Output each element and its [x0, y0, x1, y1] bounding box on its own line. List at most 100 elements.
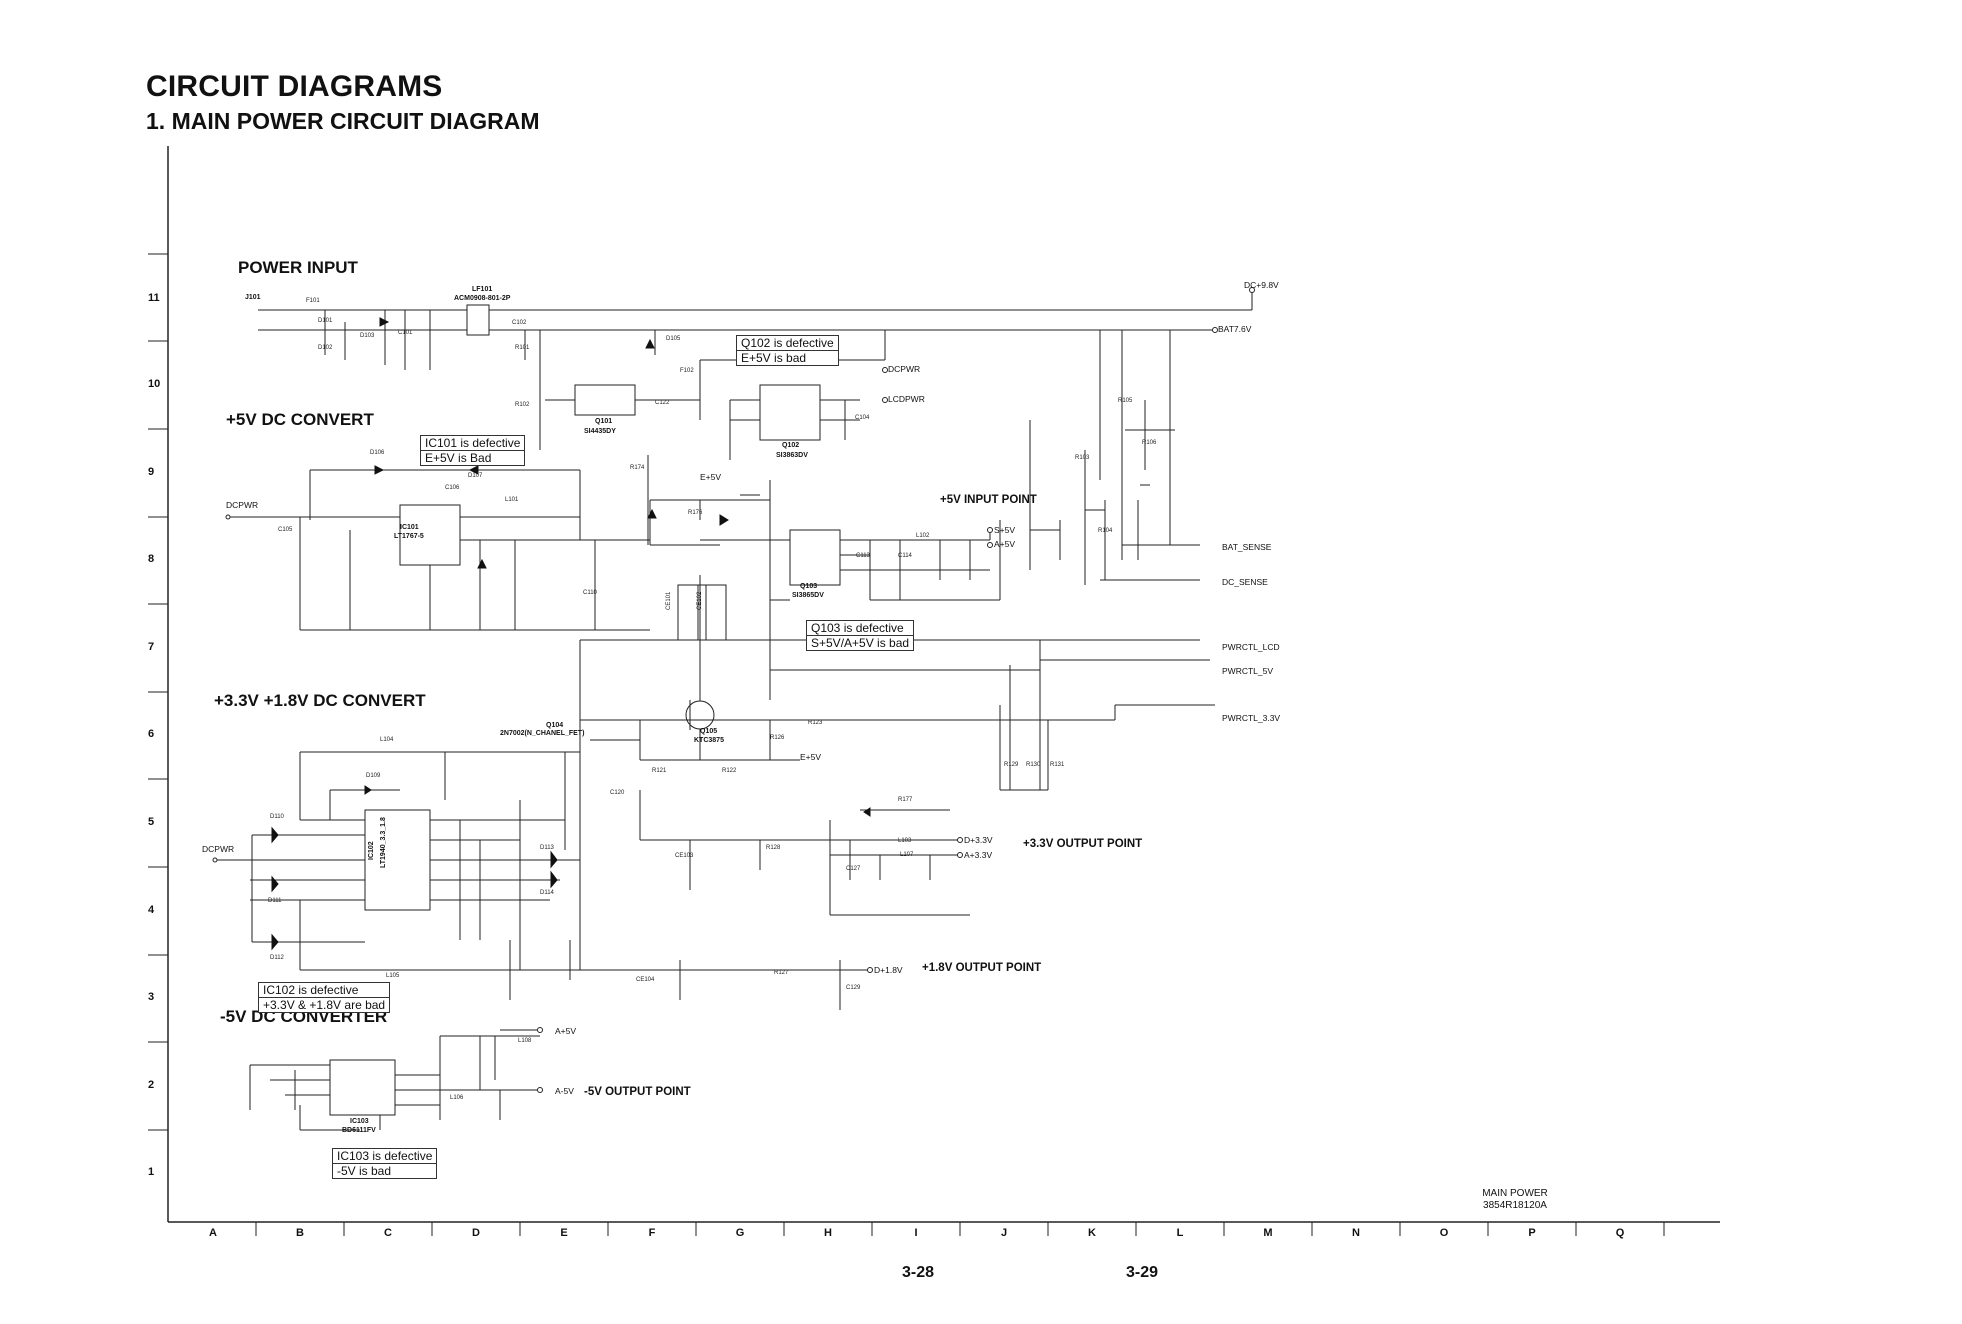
- part-lf101: LF101: [472, 286, 493, 293]
- net-dc-sense: DC_SENSE: [1222, 577, 1268, 587]
- title-block-line2: 3854R18120A: [1483, 1200, 1547, 1211]
- note-q103-line1: Q103 is defective: [811, 621, 904, 635]
- row-label-8: 8: [148, 553, 155, 565]
- part-lf101-pn: ACM0908-801-2P: [454, 295, 511, 302]
- section-5v-dc-convert: +5V DC CONVERT: [226, 410, 374, 429]
- part-q104: Q104: [546, 722, 564, 729]
- col-label-j: J: [1000, 1227, 1008, 1239]
- label-c101: C101: [398, 330, 413, 336]
- label-f101: F101: [306, 298, 320, 304]
- net-pwrctl-5v: PWRCTL_5V: [1222, 666, 1274, 676]
- label-c110: C110: [583, 590, 597, 596]
- label-r127: R127: [774, 970, 789, 976]
- part-ic101-pn: LT1767-5: [394, 533, 424, 540]
- net-dc98: DC+9.8V: [1244, 280, 1279, 290]
- label-d101: D101: [318, 318, 333, 324]
- label-d105: D105: [666, 336, 681, 342]
- net-dcpwr-top: DCPWR: [888, 364, 921, 374]
- page-number-right: 3-29: [1126, 1264, 1159, 1281]
- page-title: CIRCUIT DIAGRAMS: [146, 70, 443, 103]
- net-d33: D+3.3V: [964, 835, 993, 845]
- net-a33: A+3.3V: [964, 850, 993, 860]
- col-label-q: Q: [1615, 1227, 1625, 1239]
- note-ic102: IC102 is defective +3.3V & +1.8V are bad: [258, 982, 391, 1013]
- net-bat-sense: BAT_SENSE: [1222, 542, 1272, 552]
- net-dcpwr-left1: DCPWR: [226, 500, 259, 510]
- row-label-5: 5: [148, 816, 155, 828]
- label-c127: C127: [846, 866, 861, 872]
- label-r121: R121: [652, 768, 667, 774]
- note-ic101-line2: E+5V is Bad: [421, 450, 525, 465]
- note-ic102-line2: +3.3V & +1.8V are bad: [259, 997, 390, 1012]
- note-ic101: IC101 is defective E+5V is Bad: [420, 435, 526, 466]
- label-3v3-output-point: +3.3V OUTPUT POINT: [1023, 838, 1143, 850]
- row-label-4: 4: [148, 904, 155, 916]
- row-label-10: 10: [148, 378, 161, 390]
- net-s5v: S+5V: [994, 525, 1016, 535]
- label-d102: D102: [318, 345, 333, 351]
- label-r177: R177: [898, 797, 913, 803]
- col-label-g: G: [735, 1227, 745, 1239]
- part-q105: Q105: [700, 728, 718, 735]
- row-label-2: 2: [148, 1079, 155, 1091]
- net-e5v-1: E+5V: [700, 472, 722, 482]
- part-q104-pn: 2N7002(N_CHANEL_FET): [500, 730, 585, 737]
- label-l105: L105: [386, 973, 400, 979]
- col-label-p: P: [1528, 1227, 1536, 1239]
- note-ic103: IC103 is defective -5V is bad: [332, 1148, 438, 1179]
- note-q102-line1: Q102 is defective: [741, 336, 834, 350]
- part-j101: J101: [245, 294, 261, 301]
- label-f102: F102: [680, 368, 694, 374]
- row-label-7: 7: [148, 641, 155, 653]
- label-r174: R174: [630, 465, 645, 471]
- note-ic103-line1: IC103 is defective: [337, 1149, 433, 1163]
- label-l108: L108: [518, 1038, 532, 1044]
- label-c129: C129: [846, 985, 861, 991]
- label-d113: D113: [540, 845, 554, 851]
- label-l103: L103: [898, 838, 912, 844]
- label-d106: D106: [370, 450, 385, 456]
- row-label-1: 1: [148, 1166, 155, 1178]
- label-d103: D103: [360, 333, 375, 339]
- col-label-a: A: [209, 1227, 217, 1239]
- part-q102-pn: SI3863DV: [776, 452, 808, 459]
- page-number-left: 3-28: [902, 1264, 935, 1281]
- part-q102: Q102: [782, 442, 800, 449]
- label-5v-input-point: +5V INPUT POINT: [940, 494, 1037, 506]
- col-label-d: D: [472, 1227, 480, 1239]
- col-label-o: O: [1439, 1227, 1449, 1239]
- label-l107: L107: [900, 852, 914, 858]
- col-label-f: F: [648, 1227, 656, 1239]
- label-d114: D114: [540, 890, 554, 896]
- part-q103-pn: SI3865DV: [792, 592, 824, 599]
- row-label-11: 11: [148, 292, 160, 304]
- label-r101: R101: [515, 345, 530, 351]
- row-label-3: 3: [148, 991, 155, 1003]
- part-q103: Q103: [800, 583, 818, 590]
- label-r103: R103: [1075, 455, 1090, 461]
- col-label-l: L: [1176, 1227, 1184, 1239]
- label-c120: C120: [610, 790, 625, 796]
- label-r130: R130: [1026, 762, 1041, 768]
- col-label-k: K: [1088, 1227, 1096, 1239]
- col-label-i: I: [914, 1227, 918, 1239]
- label-d107: D107: [468, 473, 483, 479]
- net-am5v: A-5V: [555, 1086, 574, 1096]
- label-r128: R128: [766, 845, 781, 851]
- part-ic102: IC102: [368, 841, 375, 860]
- section-3v3-1v8-dc-convert: +3.3V +1.8V DC CONVERT: [214, 691, 426, 710]
- label-l106: L106: [450, 1095, 464, 1101]
- note-q103: Q103 is defective S+5V/A+5V is bad: [806, 620, 915, 651]
- label-ce101: CE101: [666, 591, 672, 610]
- title-block-line1: MAIN POWER: [1482, 1188, 1548, 1199]
- col-label-e: E: [560, 1227, 568, 1239]
- label-1v8-output-point: +1.8V OUTPUT POINT: [922, 962, 1042, 974]
- note-ic103-line2: -5V is bad: [333, 1163, 437, 1178]
- label-r176: R176: [688, 510, 703, 516]
- label-r106: R106: [1142, 440, 1157, 446]
- label-d110: D110: [270, 814, 284, 820]
- label-r122: R122: [722, 768, 737, 774]
- net-dcpwr-left2: DCPWR: [202, 844, 235, 854]
- row-label-6: 6: [148, 728, 155, 740]
- label-l102: L102: [916, 533, 930, 539]
